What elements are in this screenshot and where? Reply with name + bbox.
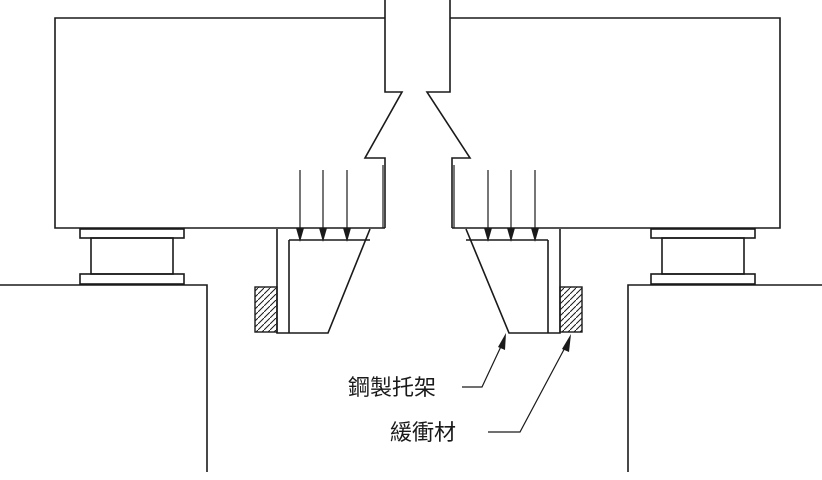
right-steel-bracket: [465, 228, 561, 334]
steel-bracket-label: 鋼製托架: [348, 376, 436, 401]
right-girder-end: [425, 0, 472, 228]
left-steel-bracket: [276, 228, 371, 334]
load-arrow: [296, 170, 304, 242]
left-cushion-material: [254, 286, 278, 333]
left-girder: [54, 17, 385, 229]
right-girder: [450, 17, 781, 229]
right-cushion-material: [559, 286, 583, 333]
load-arrow: [343, 170, 351, 242]
load-arrow: [507, 170, 515, 242]
left-bearing: [79, 228, 185, 285]
cushion-material-label: 緩衝材: [390, 421, 456, 446]
cushion-material-leader: [488, 334, 571, 433]
left-girder-end: [363, 0, 404, 228]
load-arrow: [484, 170, 492, 242]
left-abutment: [0, 284, 208, 472]
right-load-arrows: [484, 170, 539, 242]
load-arrow: [319, 170, 327, 242]
right-abutment: [627, 284, 822, 472]
steel-bracket-leader: [462, 333, 506, 388]
left-load-arrows: [296, 170, 351, 242]
right-bearing: [650, 228, 756, 285]
load-arrow: [531, 170, 539, 242]
